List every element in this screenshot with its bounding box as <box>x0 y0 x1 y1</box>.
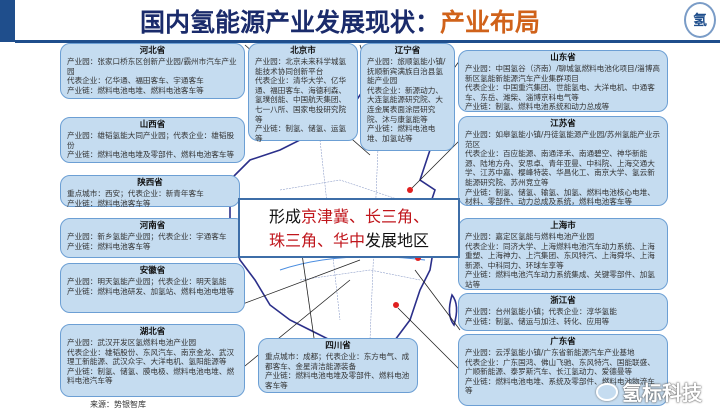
province-detail: 产业链：制氢、燃料电池系统和动力总成等 <box>465 102 610 112</box>
province-detail: 产业园：旅顺氢能小镇/抚顺新宾满族自治县氢能产业园 <box>367 57 446 86</box>
province-name: 浙江省 <box>550 296 576 306</box>
province-name: 江苏省 <box>550 119 576 129</box>
watermark-text: 氢标科技 <box>622 381 702 405</box>
province-detail: 代表企业：同济大学、上海燃料电池汽车动力系统、上海重塑、上海神力、上汽集团、东风… <box>465 241 655 270</box>
province-detail: 产业园：如皋氢能小镇/丹徒氢能源产业园/苏州氢能产业示范区 <box>465 130 660 149</box>
province-detail: 代表企业：新源动力、大连氢能源研究院、大连金属表面涂层研究院、沐与康氢能等 <box>367 85 443 124</box>
page-title: 国内氢能源产业发展现状：产业布局 <box>0 3 680 39</box>
source-note: 来源：势银智库 <box>90 400 146 409</box>
province-detail: 产业园：嘉定区氢能与燃料电池产业园 <box>465 232 595 241</box>
province-detail: 产业园：中国氢谷（济南）/聊城氢燃料电池化项目/淄博高新区氢能新能源汽车产业集群… <box>465 64 660 83</box>
province-detail: 代表企业：中国重汽集团、世能氢电、大洋电机、中通客车、东岳、潍柴、淄博京科电气等 <box>465 83 655 102</box>
province-box-hubei: 湖北省产业园：武汉开发区氢燃料电池产业园代表企业：雄韬股份、东风汽车、南京金龙、… <box>60 324 245 397</box>
province-box-hebei: 河北省产业园：张家口桥东区创新产业园/霸州市汽车产业园代表企业：亿华通、福田客车… <box>60 43 245 99</box>
province-detail: 产业链：制氢、储氢、运氢等 <box>255 124 347 143</box>
province-box-guangdong: 广东省产业园：云浮氢能小镇/广东省新能源汽车产业基地代表企业：广东国鸿、佛山飞驰… <box>458 334 668 406</box>
province-box-liaoning: 辽宁省产业园：旅顺氢能小镇/抚顺新宾满族自治县氢能产业园代表企业：新源动力、大连… <box>360 43 455 151</box>
province-box-jiangsu: 江苏省产业园：如皋氢能小镇/丹徒氢能源产业园/苏州氢能产业示范区代表企业：百应能… <box>458 116 668 206</box>
province-detail: 重点城市：成都；代表企业：东方电气、成都客车、金星清洁能源装备 <box>265 352 410 371</box>
left-accent-bar <box>0 0 15 42</box>
province-detail: 代表企业：百应能源、南通泽禾、南通碧空、神华新能源、陆地方舟、安思卓、青年亚曼、… <box>465 149 655 187</box>
province-name: 陕西省 <box>137 178 163 188</box>
banner-prefix: 形成 <box>268 207 301 226</box>
province-name: 广东省 <box>550 337 576 347</box>
province-detail: 产业链：燃料电池客车等 <box>67 241 151 251</box>
province-detail: 代表企业：亿华通、福田客车、宇通客车 <box>67 76 204 86</box>
map-pin <box>407 187 413 193</box>
province-detail: 产业园：张家口桥东区创新产业园/霸州市汽车产业园 <box>67 57 237 76</box>
province-name: 上海市 <box>550 221 576 231</box>
watermark: 氢标科技 <box>596 377 702 406</box>
province-box-shaanxi: 陕西省重点城市：西安；代表企业：新青年客车产业链：燃料电池客车等 <box>60 175 240 208</box>
province-box-shanxi: 山西省产业园：雄韬氢能大同产业园；代表企业：雄韬股份产业链：燃料电池电堆及零部件… <box>60 117 245 163</box>
province-detail: 产业链：燃料电池电堆及零部件、燃料电池客车等 <box>265 371 410 390</box>
province-name: 辽宁省 <box>394 46 421 56</box>
province-box-shanghai: 上海市产业园：嘉定区氢能与燃料电池产业园代表企业：同济大学、上海燃料电池汽车动力… <box>458 218 668 290</box>
province-box-zhejiang: 浙江省产业园：台州氢能小镇；代表企业：淳华氢能产业链：制氢、储运与加注、转化、应… <box>458 293 668 331</box>
province-box-sichuan: 四川省重点城市：成都；代表企业：东方电气、成都客车、金星清洁能源装备产业链：燃料… <box>258 338 418 393</box>
province-detail: 产业园：新乡氢能产业园；代表企业：宇通客车 <box>67 232 227 241</box>
province-detail: 代表企业：雄韬股份、东风汽车、南京金龙、武汉理工新能源、武汉众宇、大洋电机、氢阳… <box>67 347 235 367</box>
province-detail: 产业链：燃料电池电堆及零部件、燃料电池客车等 <box>67 150 235 160</box>
province-name: 安徽省 <box>139 266 166 276</box>
province-detail: 代表企业：清华大学、亿华通、福田客车、海德利森、氢璞创能、中国航天集团、七一八所… <box>255 76 347 124</box>
province-detail: 产业链：制氢、储氢、输氢、加氢、燃料电池核心电堆、材料、零部件、动力总成及系统，… <box>465 187 655 207</box>
province-box-beijing: 北京市产业园：北京未来科学城氢能技术协同创新平台代表企业：清华大学、亿华通、福田… <box>248 43 358 143</box>
province-detail: 产业链：燃料电池研发、加氢站、燃料电池电堆等 <box>67 286 235 296</box>
province-name: 山东省 <box>550 53 576 63</box>
map-pin <box>393 302 399 308</box>
province-detail: 产业园：北京未来科学城氢能技术协同创新平台 <box>255 57 347 76</box>
province-detail: 产业链：燃料电池电堆、加氢站等 <box>367 124 436 143</box>
province-detail: 产业链：燃料电池电堆、燃料电池客车等 <box>67 85 204 95</box>
province-box-henan: 河南省产业园：新乡氢能产业园；代表企业：宇通客车产业链：燃料电池客车等 <box>60 218 245 258</box>
province-box-anhui: 安徽省产业园：明天氢能产业园；代表企业：明天氢能产业链：燃料电池研发、加氢站、燃… <box>60 263 245 313</box>
province-name: 北京市 <box>290 46 316 56</box>
province-detail: 产业园：武汉开发区氢燃料电池产业园 <box>67 338 197 347</box>
province-detail: 产业链：制氢、储运与加注、转化、应用等 <box>465 316 610 326</box>
title-main: 国内氢能源产业发展现状： <box>139 8 440 37</box>
wechat-icon <box>596 382 618 401</box>
province-detail: 产业园：云浮氢能小镇/广东省新能源汽车产业基地 <box>465 348 635 357</box>
province-detail: 产业园：雄韬氢能大同产业园；代表企业：雄韬股份 <box>67 131 235 150</box>
province-name: 湖北省 <box>139 327 166 337</box>
province-detail: 代表企业：广东国鸿、佛山飞驰、东风特汽、国能联盛、广顺新能源、泰罗斯汽车、长江氢… <box>465 357 655 377</box>
title-accent: 产业布局 <box>440 8 541 37</box>
province-detail: 产业链：制氢、储氢、膜电极、燃料电池电堆、燃料电池汽车等 <box>67 366 235 386</box>
province-detail: 产业园：明天氢能产业园；代表企业：明天氢能 <box>67 277 227 286</box>
province-detail: 重点城市：西安；代表企业：新青年客车 <box>67 189 204 198</box>
banner-region-1: 京津冀、长三角、 <box>301 207 430 226</box>
institution-logo: 氢 <box>684 2 716 38</box>
province-detail: 产业园：台州氢能小镇；代表企业：淳华氢能 <box>465 307 617 316</box>
banner-region-2: 珠三角、华中 <box>268 231 365 250</box>
banner-suffix: 发展地区 <box>365 231 430 250</box>
title-divider <box>15 40 720 43</box>
province-detail: 产业链：燃料电池客车等 <box>67 198 151 208</box>
province-detail: 产业链：燃料电池电堆、系统及零部件、燃料电池物流车等 <box>465 376 655 396</box>
province-name: 河南省 <box>139 221 166 231</box>
province-box-shandong: 山东省产业园：中国氢谷（济南）/聊城氢燃料电池化项目/淄博高新区氢能新能源汽车产… <box>458 50 668 112</box>
province-name: 山西省 <box>139 120 166 130</box>
summary-banner: 形成京津冀、长三角、 珠三角、华中发展地区 <box>238 198 460 258</box>
province-name: 四川省 <box>325 341 351 351</box>
province-detail: 产业链：燃料电池汽车动力系统集成、关键零部件、加氢站等 <box>465 270 655 289</box>
province-name: 河北省 <box>139 46 166 56</box>
